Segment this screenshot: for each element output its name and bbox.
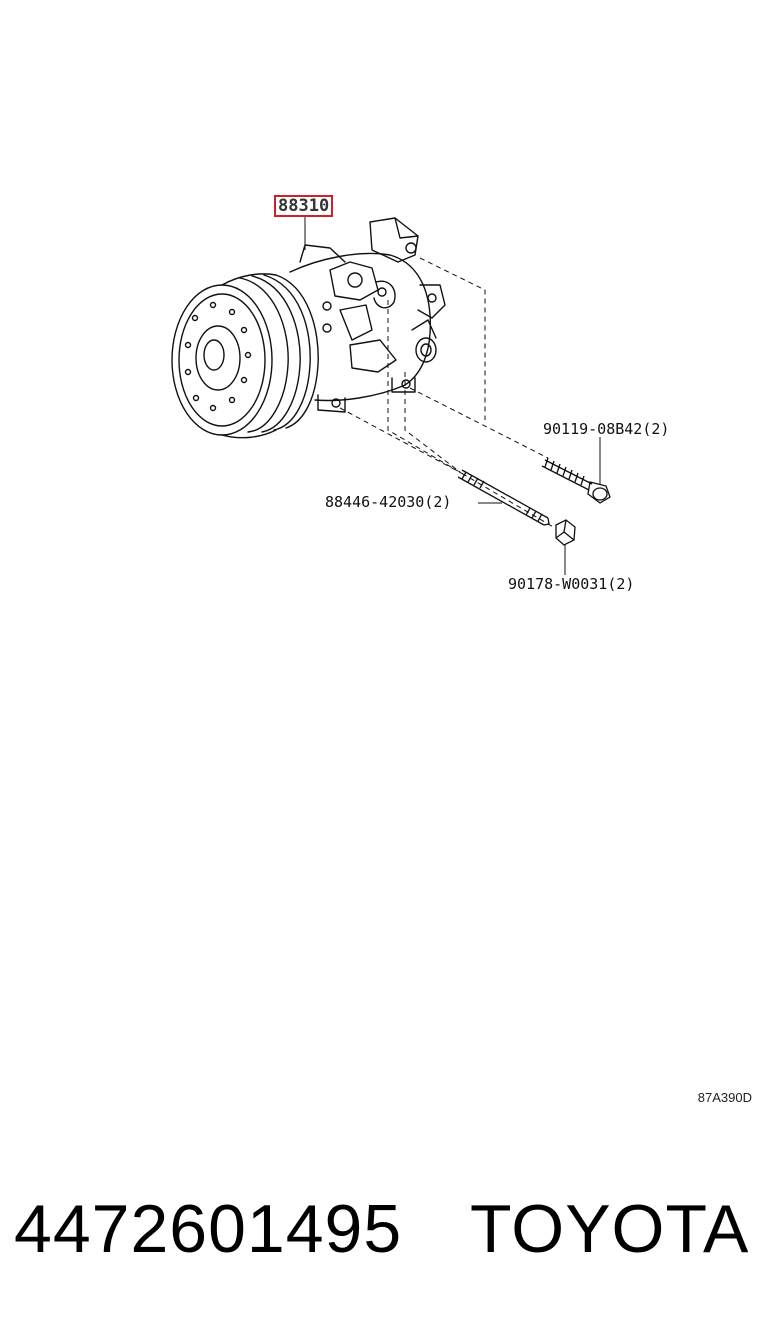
bolt-90119-drawing [541, 457, 611, 504]
part-number: 4472601495 [14, 1191, 403, 1267]
callout-stud-88446[interactable]: 88446-42030(2) [325, 493, 452, 511]
compressor-illustration [171, 217, 446, 439]
callout-88310[interactable]: 88310 [274, 195, 334, 217]
stud-88446-drawing [457, 469, 550, 526]
leader-lines [304, 215, 601, 575]
callout-nut-90178[interactable]: 90178-W0031(2) [508, 575, 635, 593]
figure-code: 87A390D [697, 1090, 752, 1105]
nut-90178-drawing [555, 519, 576, 546]
brand-name: TOYOTA [470, 1191, 750, 1267]
dashed-guide-lines [339, 257, 556, 529]
callout-bolt-90119[interactable]: 90119-08B42(2) [543, 420, 670, 438]
